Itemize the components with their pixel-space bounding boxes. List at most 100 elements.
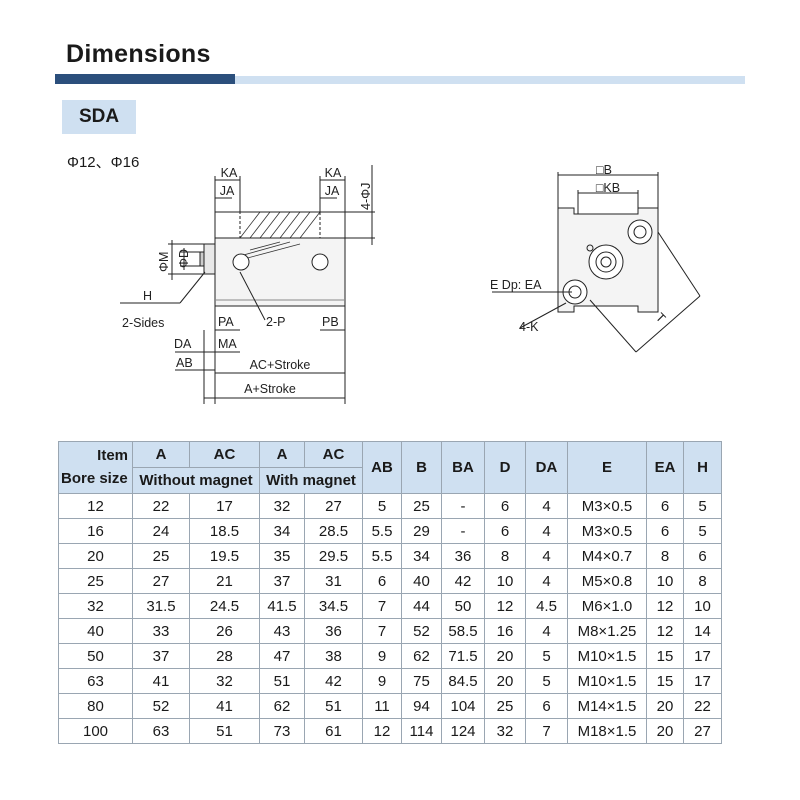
end-view <box>492 172 701 353</box>
cell-ac-magnet: 61 <box>304 718 363 744</box>
cell-a-magnet: 41.5 <box>259 593 305 619</box>
cell-a: 37 <box>132 643 190 669</box>
label-ac-stroke: AC+Stroke <box>250 358 311 372</box>
item-header-label: Item <box>97 446 128 464</box>
cell-ac: 32 <box>189 668 260 694</box>
table-header-row: Item Bore size A AC A AC AB B BA D DA E … <box>58 441 722 494</box>
port-circle <box>232 253 250 271</box>
cell-e: M10×1.5 <box>567 668 647 694</box>
cell-bore: 63 <box>58 668 133 694</box>
cell-a-magnet: 37 <box>259 568 305 594</box>
label-da: DA <box>174 337 192 351</box>
cell-ab: 7 <box>362 593 402 619</box>
label-phi-m: ΦM <box>157 252 171 272</box>
label-kb: □KB <box>596 181 620 195</box>
cell-bore: 25 <box>58 568 133 594</box>
col-header-d: D <box>484 441 526 494</box>
cell-ba: - <box>441 493 485 519</box>
cell-a-magnet: 34 <box>259 518 305 544</box>
cell-b: 25 <box>401 493 442 519</box>
cell-a: 33 <box>132 618 190 644</box>
page-title: Dimensions <box>66 40 211 68</box>
cell-b: 75 <box>401 668 442 694</box>
cell-da: 4 <box>525 568 568 594</box>
cell-ac: 24.5 <box>189 593 260 619</box>
cell-a-magnet: 62 <box>259 693 305 719</box>
cell-ac-magnet: 51 <box>304 693 363 719</box>
col-header-b: B <box>401 441 442 494</box>
cell-ba: 124 <box>441 718 485 744</box>
cell-h: 17 <box>683 668 722 694</box>
cell-ea: 10 <box>646 568 684 594</box>
cell-h: 17 <box>683 643 722 669</box>
label-2-sides: 2-Sides <box>122 316 164 330</box>
cell-ba: 104 <box>441 693 485 719</box>
side-view <box>120 165 375 404</box>
cell-ea: 12 <box>646 593 684 619</box>
rod-circle <box>588 244 624 280</box>
cell-b: 114 <box>401 718 442 744</box>
cell-d: 10 <box>484 568 526 594</box>
with-magnet-header: With magnet <box>259 467 363 494</box>
cell-da: 4.5 <box>525 593 568 619</box>
cell-da: 4 <box>525 493 568 519</box>
col-header-h: H <box>683 441 722 494</box>
cell-ac-magnet: 42 <box>304 668 363 694</box>
cell-d: 32 <box>484 718 526 744</box>
cell-ac-magnet: 31 <box>304 568 363 594</box>
label-2-p: 2-P <box>266 315 285 329</box>
label-4-k: 4-K <box>519 320 539 334</box>
cell-da: 7 <box>525 718 568 744</box>
cell-ac-magnet: 29.5 <box>304 543 363 569</box>
cell-d: 20 <box>484 668 526 694</box>
label-e-dp-ea: E Dp: EA <box>490 278 542 292</box>
cell-h: 5 <box>683 493 722 519</box>
cell-a: 63 <box>132 718 190 744</box>
cell-da: 5 <box>525 668 568 694</box>
cell-a: 31.5 <box>132 593 190 619</box>
cell-bore: 80 <box>58 693 133 719</box>
cell-e: M6×1.0 <box>567 593 647 619</box>
cell-bore: 100 <box>58 718 133 744</box>
cell-ac: 51 <box>189 718 260 744</box>
cell-ac: 17 <box>189 493 260 519</box>
label-ja-right: JA <box>325 184 340 198</box>
cell-ac: 26 <box>189 618 260 644</box>
cell-ab: 6 <box>362 568 402 594</box>
cell-h: 10 <box>683 593 722 619</box>
cell-da: 4 <box>525 543 568 569</box>
dimension-table: Item Bore size A AC A AC AB B BA D DA E … <box>58 441 722 744</box>
label-4-phi-j: 4-ΦJ <box>359 183 373 210</box>
title-underline-dark <box>55 74 235 84</box>
item-bore-header: Item Bore size <box>58 441 133 494</box>
cell-ea: 6 <box>646 493 684 519</box>
cell-h: 5 <box>683 518 722 544</box>
cell-e: M3×0.5 <box>567 518 647 544</box>
bore-caption: Φ12、Φ16 <box>67 154 140 171</box>
col-header-ab: AB <box>362 441 402 494</box>
cell-ab: 9 <box>362 668 402 694</box>
cell-bore: 20 <box>58 543 133 569</box>
cell-e: M8×1.25 <box>567 618 647 644</box>
mount-hole <box>627 219 653 245</box>
cell-e: M4×0.7 <box>567 543 647 569</box>
label-h: H <box>143 289 152 303</box>
cell-ac: 19.5 <box>189 543 260 569</box>
cell-a: 52 <box>132 693 190 719</box>
cell-e: M14×1.5 <box>567 693 647 719</box>
col-header-ac-magnet: AC <box>304 441 363 468</box>
cell-ba: 84.5 <box>441 668 485 694</box>
cell-a: 24 <box>132 518 190 544</box>
cell-a-magnet: 32 <box>259 493 305 519</box>
cell-ea: 15 <box>646 643 684 669</box>
label-t: T <box>653 310 669 326</box>
cell-ea: 8 <box>646 543 684 569</box>
cell-ea: 20 <box>646 693 684 719</box>
cell-e: M5×0.8 <box>567 568 647 594</box>
